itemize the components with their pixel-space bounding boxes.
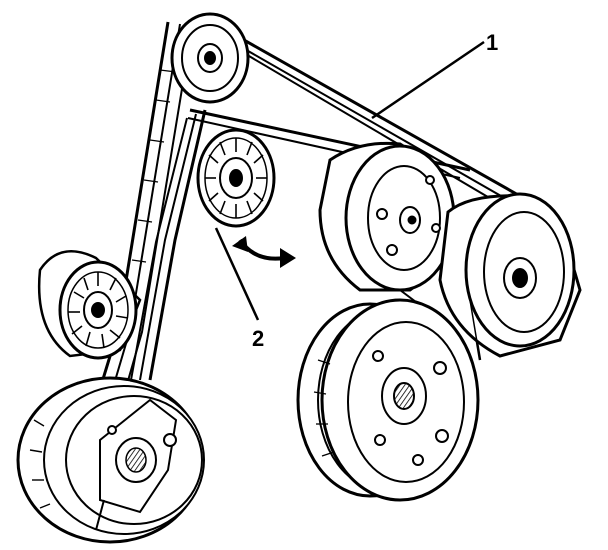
callout-1: 1 <box>371 30 498 120</box>
tensioner-pulley <box>196 128 276 228</box>
callout-2: 2 <box>214 227 264 351</box>
callout-1-leader <box>371 40 485 120</box>
callout-2-leader <box>214 227 260 321</box>
water-pump-pulley <box>296 298 480 502</box>
crankshaft-pulley <box>16 376 205 544</box>
left-idler-pulley <box>37 250 142 360</box>
ac-compressor <box>318 141 456 292</box>
callout-2-label: 2 <box>252 326 264 351</box>
rotation-arrow-icon <box>232 236 296 268</box>
top-idler-pulley <box>170 12 250 104</box>
callout-1-label: 1 <box>486 30 498 55</box>
alternator-pulley <box>438 192 582 361</box>
